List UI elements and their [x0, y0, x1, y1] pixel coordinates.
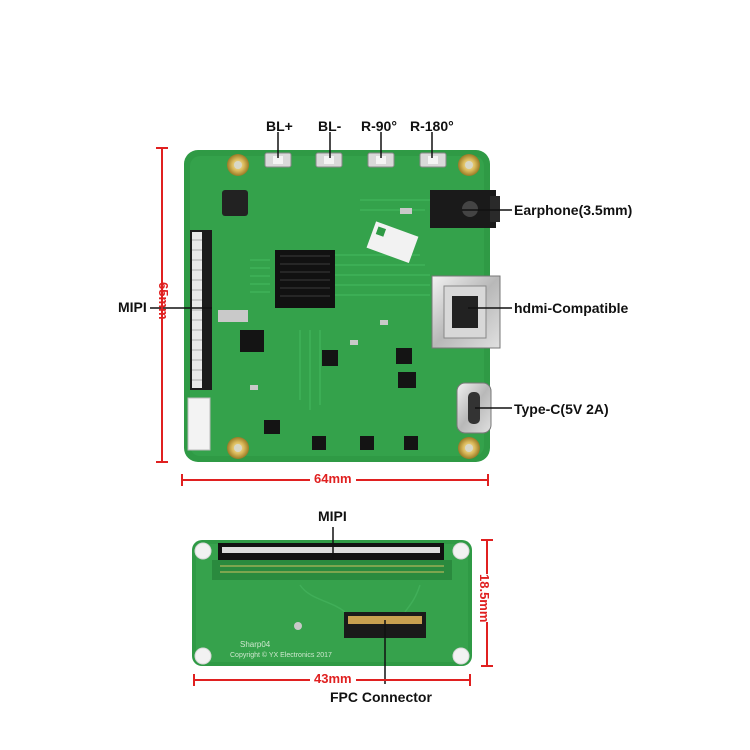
label-earphone: Earphone(3.5mm) [514, 202, 633, 218]
dimension-width-main: 64mm [310, 471, 356, 486]
small-components [240, 330, 418, 450]
dimension-height-adapter: 18.5mm [477, 574, 492, 623]
label-mipi-main: MIPI [118, 299, 147, 315]
main-chip [275, 250, 335, 308]
label-r-180: R-180° [410, 118, 454, 134]
mounting-hole [194, 647, 212, 665]
white-header-connector [187, 397, 211, 451]
label-fpc-connector: FPC Connector [330, 689, 432, 705]
silkscreen-model: Sharp04 [240, 640, 271, 649]
main-pcb-board [184, 150, 501, 462]
inductor [222, 190, 248, 216]
label-mipi-adapter: MIPI [318, 508, 347, 524]
silkscreen-copyright: Copyright © YX Electronics 2017 [230, 652, 332, 659]
label-bl-plus: BL+ [266, 118, 293, 134]
dimension-height-main: 65mm [156, 282, 171, 320]
mounting-hole [452, 647, 470, 665]
mounting-hole [452, 542, 470, 560]
label-r-90: R-90° [361, 118, 397, 134]
board-sticker [366, 221, 419, 264]
label-hdmi: hdmi-Compatible [514, 300, 629, 316]
dimension-width-adapter: 43mm [310, 671, 356, 686]
label-bl-minus: BL- [318, 118, 342, 134]
adapter-pcb-board [192, 540, 472, 666]
mounting-hole [194, 542, 212, 560]
label-type-c: Type-C(5V 2A) [514, 401, 609, 417]
